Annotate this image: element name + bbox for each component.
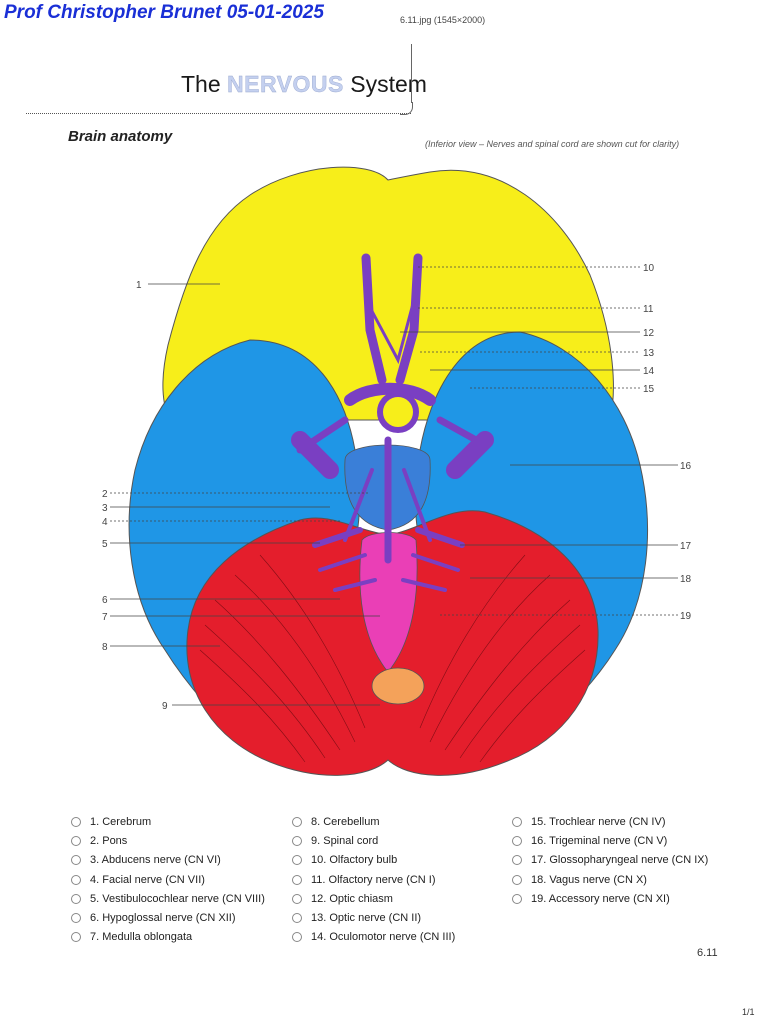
label-8: 8 xyxy=(102,642,108,653)
label-10: 10 xyxy=(643,263,655,274)
legend-item[interactable]: 10. Olfactory bulb xyxy=(292,851,455,870)
checkbox-circle-icon[interactable] xyxy=(512,855,522,866)
label-7: 7 xyxy=(102,612,108,623)
legend-item[interactable]: 2. Pons xyxy=(71,831,265,850)
checkbox-circle-icon[interactable] xyxy=(71,855,81,866)
legend-item[interactable]: 15. Trochlear nerve (CN IV) xyxy=(512,812,708,831)
checkbox-circle-icon[interactable] xyxy=(71,835,81,846)
file-info: 6.11.jpg (1545×2000) xyxy=(400,15,486,25)
label-11: 11 xyxy=(643,304,654,315)
checkbox-circle-icon[interactable] xyxy=(71,932,81,943)
legend-item[interactable]: 3. Abducens nerve (CN VI) xyxy=(71,851,265,870)
legend-item[interactable]: 5. Vestibulocochlear nerve (CN VIII) xyxy=(71,889,265,908)
checkbox-circle-icon[interactable] xyxy=(512,874,522,885)
legend-item[interactable]: 19. Accessory nerve (CN XI) xyxy=(512,889,708,908)
legend-item[interactable]: 16. Trigeminal nerve (CN V) xyxy=(512,831,708,850)
checkbox-circle-icon[interactable] xyxy=(292,835,302,846)
title-rule-horizontal xyxy=(26,113,411,114)
legend-column-1: 1. Cerebrum 2. Pons 3. Abducens nerve (C… xyxy=(71,812,265,947)
cranial-nerves xyxy=(291,253,494,592)
legend-item[interactable]: 12. Optic chiasm xyxy=(292,889,455,908)
checkbox-circle-icon[interactable] xyxy=(292,893,302,904)
checkbox-circle-icon[interactable] xyxy=(292,816,302,827)
checkbox-circle-icon[interactable] xyxy=(292,874,302,885)
legend-item[interactable]: 18. Vagus nerve (CN X) xyxy=(512,870,708,889)
author-annotation: Prof Christopher Brunet 05-01-2025 xyxy=(4,2,324,23)
label-19: 19 xyxy=(680,611,692,622)
label-4: 4 xyxy=(102,517,108,528)
label-16: 16 xyxy=(680,461,692,472)
checkbox-circle-icon[interactable] xyxy=(512,835,522,846)
checkbox-circle-icon[interactable] xyxy=(71,816,81,827)
legend-item[interactable]: 17. Glossopharyngeal nerve (CN IX) xyxy=(512,851,708,870)
label-12: 12 xyxy=(643,328,655,339)
legend-item[interactable]: 7. Medulla oblongata xyxy=(71,928,265,947)
page-code: 6.11 xyxy=(697,947,718,959)
label-1: 1 xyxy=(136,280,142,291)
label-17: 17 xyxy=(680,541,692,552)
optic-chiasm-ring xyxy=(377,391,419,433)
legend-item[interactable]: 4. Facial nerve (CN VII) xyxy=(71,870,265,889)
legend-item[interactable]: 6. Hypoglossal nerve (CN XII) xyxy=(71,908,265,927)
section-subtitle: Brain anatomy xyxy=(68,128,173,145)
label-2: 2 xyxy=(102,489,108,500)
label-6: 6 xyxy=(102,595,108,606)
checkbox-circle-icon[interactable] xyxy=(512,816,522,827)
legend-item[interactable]: 11. Olfactory nerve (CN I) xyxy=(292,870,455,889)
page-number: 1/1 xyxy=(742,1007,755,1017)
title-rule-corner xyxy=(400,102,413,115)
label-5: 5 xyxy=(102,539,108,550)
checkbox-circle-icon[interactable] xyxy=(292,932,302,943)
title-the: The xyxy=(181,71,221,97)
medulla-region xyxy=(359,532,418,673)
checkbox-circle-icon[interactable] xyxy=(292,913,302,924)
checkbox-circle-icon[interactable] xyxy=(71,913,81,924)
right-number-labels: 10 11 12 13 14 15 16 17 18 19 xyxy=(643,263,692,622)
legend-item[interactable]: 14. Oculomotor nerve (CN III) xyxy=(292,928,455,947)
legend-item[interactable]: 9. Spinal cord xyxy=(292,831,455,850)
legend-item[interactable]: 1. Cerebrum xyxy=(71,812,265,831)
left-number-labels: 1 2 3 4 5 6 7 8 9 xyxy=(102,280,168,712)
view-caption: (Inferior view – Nerves and spinal cord … xyxy=(425,139,680,149)
checkbox-circle-icon[interactable] xyxy=(292,855,302,866)
title-system: System xyxy=(350,71,427,97)
label-14: 14 xyxy=(643,366,655,377)
legend-column-2: 8. Cerebellum 9. Spinal cord 10. Olfacto… xyxy=(292,812,455,947)
title-rule-vertical xyxy=(411,44,412,103)
label-13: 13 xyxy=(643,348,655,359)
checkbox-circle-icon[interactable] xyxy=(512,893,522,904)
label-9: 9 xyxy=(162,701,168,712)
label-15: 15 xyxy=(643,384,655,395)
label-3: 3 xyxy=(102,503,108,514)
page-title: The NERVOUS System xyxy=(181,71,427,98)
right-leaders xyxy=(400,266,678,616)
checkbox-circle-icon[interactable] xyxy=(71,893,81,904)
legend-item[interactable]: 13. Optic nerve (CN II) xyxy=(292,908,455,927)
legend-item[interactable]: 8. Cerebellum xyxy=(292,812,455,831)
checkbox-circle-icon[interactable] xyxy=(71,874,81,885)
legend-column-3: 15. Trochlear nerve (CN IV) 16. Trigemin… xyxy=(512,812,708,908)
label-18: 18 xyxy=(680,574,692,585)
spinal-cord-stump xyxy=(371,667,425,705)
title-nervous: NERVOUS xyxy=(227,71,344,97)
left-leaders xyxy=(110,283,380,706)
